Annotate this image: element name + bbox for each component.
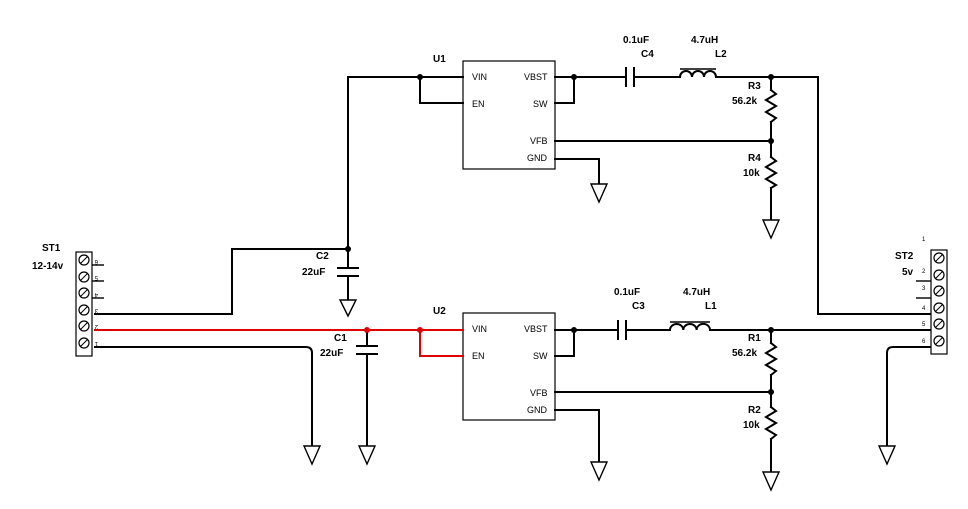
st2-value: 5v — [902, 267, 914, 278]
st2-pin-label: 3 — [922, 286, 926, 292]
resistor-r3[interactable]: R3 56.2k — [732, 81, 778, 124]
u1-ref: U1 — [433, 54, 446, 65]
ground-icon — [761, 219, 781, 240]
r1-ref: R1 — [748, 333, 761, 344]
ground-icon — [589, 183, 609, 204]
r4-value: 10k — [743, 168, 760, 179]
st1-pin-label: 2 — [94, 323, 98, 329]
terminal-block-st2[interactable]: ST2 5v 1 2 3 4 5 6 — [895, 237, 948, 355]
u2-pin-sw: SW — [533, 351, 548, 361]
inductor-l2[interactable]: 4.7uH L2 — [678, 35, 727, 79]
st1-pin-label: 6 — [94, 258, 98, 264]
r2-ref: R2 — [748, 405, 761, 416]
screw-slot-icon — [80, 339, 88, 347]
r3-value: 56.2k — [732, 96, 757, 107]
resistor-r4[interactable]: R4 10k — [743, 153, 778, 190]
st1-value: 12-14v — [32, 261, 64, 272]
resistor-r2[interactable]: R2 10k — [743, 405, 778, 441]
screw-slot-icon — [935, 304, 943, 312]
c1-value: 22uF — [320, 348, 343, 359]
u2-pin-gnd: GND — [527, 405, 548, 415]
r4-ref: R4 — [748, 153, 761, 164]
u2-pin-en: EN — [472, 351, 485, 361]
junctions — [345, 74, 774, 395]
st2-pin-label: 1 — [922, 237, 926, 243]
ground-icon — [357, 445, 377, 466]
capacitor-c3[interactable]: 0.1uF C3 — [614, 287, 645, 340]
st1-pin-label: 5 — [94, 274, 98, 280]
c3-ref: C3 — [632, 301, 645, 312]
st1-pin-label: 4 — [94, 291, 98, 297]
st2-ref: ST2 — [895, 251, 914, 262]
r2-value: 10k — [743, 420, 760, 431]
wires-top — [94, 76, 931, 315]
c2-ref: C2 — [316, 251, 329, 262]
ground-icon — [302, 445, 322, 466]
u2-pin-vin: VIN — [472, 324, 487, 334]
resistor-r1[interactable]: R1 56.2k — [732, 333, 778, 377]
screw-slot-icon — [80, 322, 88, 330]
screw-slot-icon — [935, 287, 943, 295]
screw-slot-icon — [935, 254, 943, 262]
terminal-block-st1[interactable]: ST1 12-14v 6 5 4 3 2 1 — [32, 243, 104, 357]
screw-slot-icon — [80, 256, 88, 264]
st1-pin-label: 1 — [94, 340, 98, 346]
u1-pin-vfb: VFB — [530, 136, 548, 146]
c2-value: 22uF — [302, 267, 325, 278]
c3-value: 0.1uF — [614, 287, 640, 298]
capacitor-c1[interactable]: C1 22uF — [320, 333, 378, 359]
u1-pin-vin: VIN — [472, 72, 487, 82]
ground-icon — [589, 461, 609, 482]
u1-pin-en: EN — [472, 99, 485, 109]
ground-symbols — [302, 183, 897, 492]
st1-ref: ST1 — [42, 243, 61, 254]
u2-ref: U2 — [433, 306, 446, 317]
u2-pin-vfb: VFB — [530, 388, 548, 398]
ground-icon — [877, 445, 897, 466]
c1-ref: C1 — [334, 333, 347, 344]
l1-value: 4.7uH — [683, 287, 710, 298]
l2-ref: L2 — [715, 49, 727, 60]
st2-pin-label: 4 — [922, 306, 926, 312]
screw-slot-icon — [80, 306, 88, 314]
capacitor-c2[interactable]: C2 22uF — [302, 251, 359, 278]
c4-value: 0.1uF — [623, 35, 649, 46]
ic-u1[interactable]: U1 VIN EN VBST SW VFB GND — [433, 54, 556, 170]
st2-pin-label: 2 — [922, 269, 926, 275]
wires-bottom — [94, 329, 931, 473]
screw-slot-icon — [935, 337, 943, 345]
ground-icon — [761, 471, 781, 492]
st1-pin-label: 3 — [94, 307, 98, 313]
c4-ref: C4 — [641, 49, 654, 60]
screw-slot-icon — [80, 289, 88, 297]
u1-pin-sw: SW — [533, 99, 548, 109]
screw-slot-icon — [935, 320, 943, 328]
screw-slot-icon — [80, 273, 88, 281]
r1-value: 56.2k — [732, 348, 757, 359]
ic-u2[interactable]: U2 VIN EN VBST SW VFB GND — [433, 306, 556, 421]
st2-pin-label: 5 — [922, 322, 926, 328]
u1-pin-gnd: GND — [527, 153, 548, 163]
capacitor-c4[interactable]: 0.1uF C4 — [623, 35, 654, 87]
st2-pin-label: 6 — [922, 339, 926, 345]
r3-ref: R3 — [748, 81, 761, 92]
u2-pin-vbst: VBST — [524, 324, 548, 334]
ground-icon — [338, 299, 358, 318]
screw-slot-icon — [935, 271, 943, 279]
l2-value: 4.7uH — [691, 35, 718, 46]
l1-ref: L1 — [705, 301, 717, 312]
inductor-l1[interactable]: 4.7uH L1 — [668, 287, 717, 332]
u1-pin-vbst: VBST — [524, 72, 548, 82]
